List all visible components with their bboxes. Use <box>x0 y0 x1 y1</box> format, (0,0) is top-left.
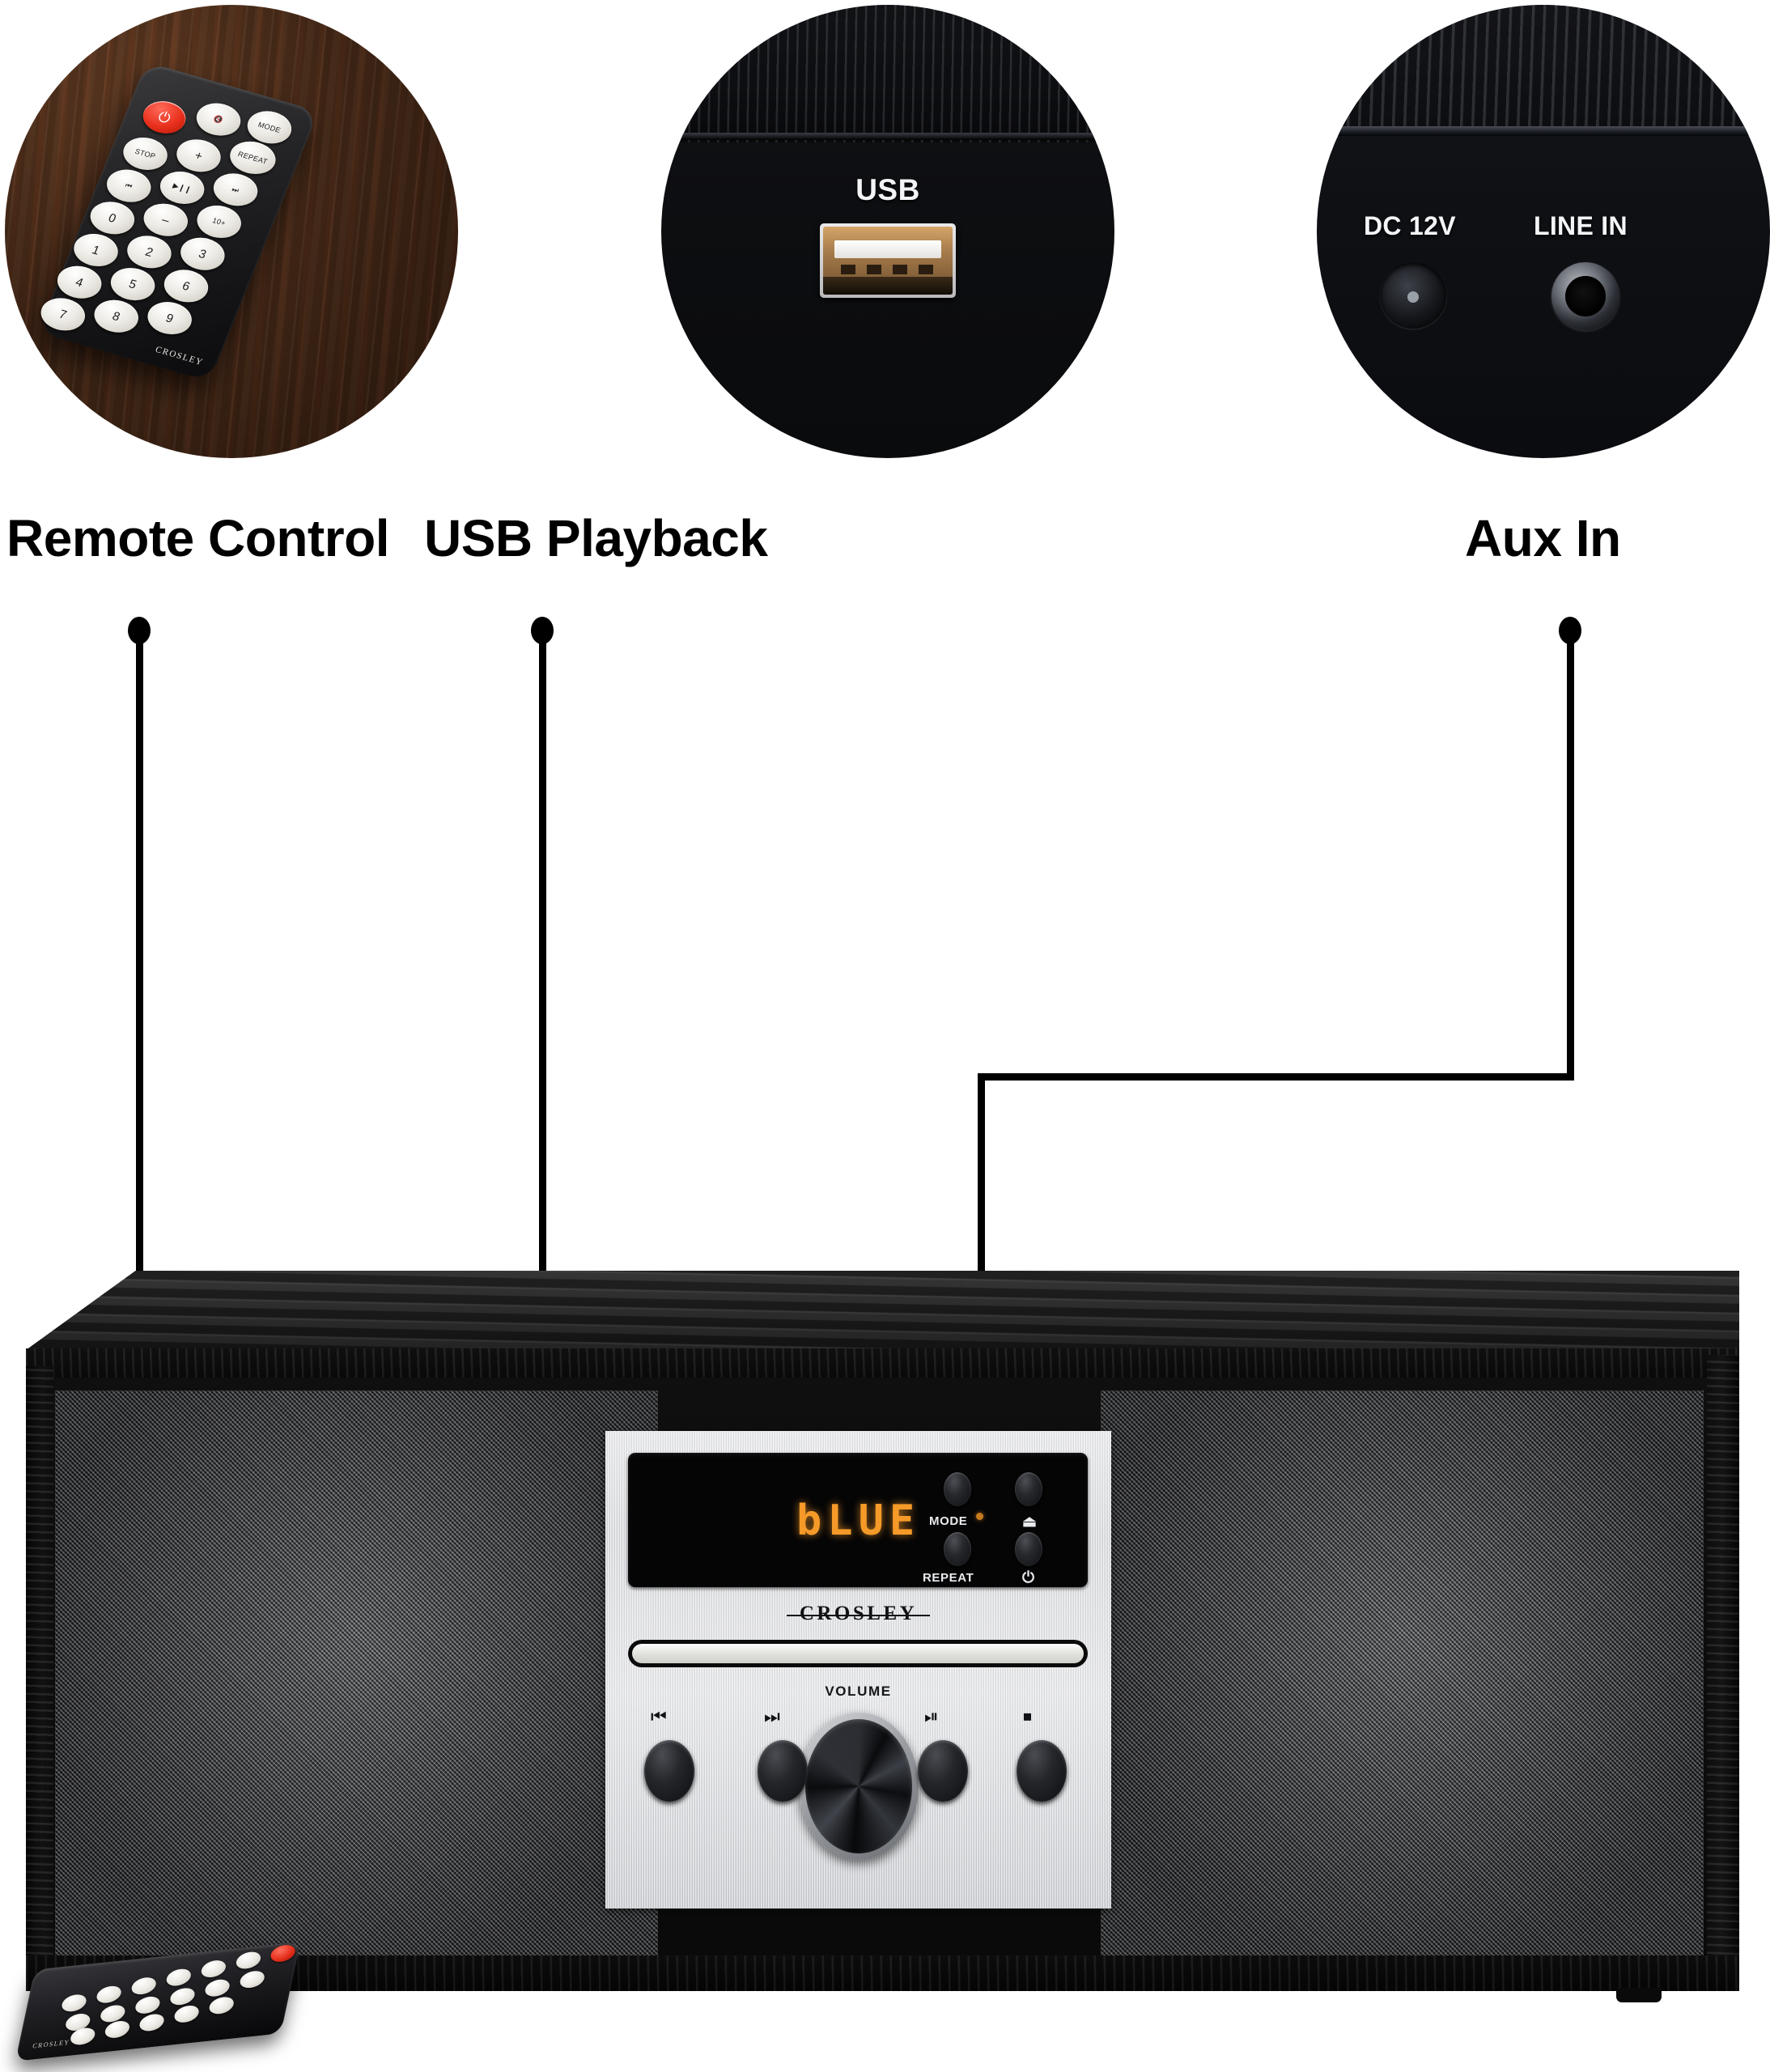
remote-bottom-key-a3 <box>164 1968 193 1987</box>
eject-button[interactable] <box>1015 1472 1042 1506</box>
dc-power-jack <box>1380 262 1446 329</box>
remote-bottom-power-button <box>269 1943 297 1964</box>
next-track-icon: ⏭ <box>764 1706 780 1726</box>
remote-mute-button: 🔇 <box>191 98 246 141</box>
remote-bottom-key-a6 <box>60 1993 88 2013</box>
usb-playback-photo-circle: USB <box>661 5 1114 458</box>
usb-pin-2 <box>867 265 881 274</box>
remote-bottom-key-b4 <box>134 1995 162 2015</box>
mode-button-label: MODE <box>929 1514 968 1528</box>
callout-label-aux-in: Aux In <box>1465 509 1621 567</box>
usb-pin-4 <box>919 265 933 274</box>
remote-power-button: ⏻ <box>138 96 191 138</box>
cd-slot[interactable] <box>628 1640 1088 1667</box>
remote-bottom-brand-logo: CROSLEY <box>32 2038 71 2050</box>
volume-knob[interactable] <box>798 1713 919 1860</box>
mode-button[interactable] <box>944 1472 971 1506</box>
cabinet-top-lip <box>26 1348 1739 1379</box>
aux-in-photo-circle: DC 12V LINE IN <box>1317 5 1770 458</box>
remote-volume-down-button: – <box>138 198 193 241</box>
remote-volume-up-button: + <box>171 134 227 177</box>
remote-key-0: 0 <box>85 197 140 240</box>
remote-previous-button: ⏮ <box>101 164 156 207</box>
led-display-panel: bLUE MODE ⏏ REPEAT ⏻ <box>628 1453 1088 1587</box>
remote-brand-logo: CROSLEY <box>154 345 206 367</box>
remote-bottom-key-a5 <box>95 1985 123 2005</box>
next-track-button[interactable] <box>758 1740 808 1802</box>
remote-key-1: 1 <box>68 229 124 272</box>
previous-track-icon: ⏮ <box>651 1706 667 1726</box>
cabinet-wood-texture <box>1317 5 1770 134</box>
remote-key-8: 8 <box>89 295 144 338</box>
callout-label-remote-control: Remote Control <box>6 509 390 567</box>
cabinet-foot-right <box>1616 1988 1662 2002</box>
play-pause-button[interactable] <box>918 1740 968 1802</box>
usb-tongue <box>834 240 941 258</box>
line-in-label: LINE IN <box>1534 211 1628 240</box>
remote-bottom-key-c4 <box>103 2019 132 2040</box>
remote-play-pause-button: ▶❙❙ <box>155 166 210 210</box>
leader-line-aux-in-vertical-upper <box>1567 639 1574 1081</box>
cabinet-top-surface <box>26 1271 1739 1350</box>
leader-line-usb-playback <box>539 639 546 1279</box>
previous-track-button[interactable] <box>644 1740 694 1802</box>
cabinet-seam <box>1317 126 1770 136</box>
remote-control-photo-circle: ⏻ 🔇 MODE STOP + REPEAT ⏮ ▶❙❙ ⏭ 0 – 10+ 1… <box>5 5 458 458</box>
remote-bottom-key-a4 <box>129 1976 158 1996</box>
stereo-brand-logo: CROSLEY <box>605 1603 1111 1625</box>
remote-key-3: 3 <box>175 232 230 275</box>
led-status-indicator <box>976 1513 983 1520</box>
stop-icon: ⏹ <box>1023 1706 1033 1726</box>
volume-label: VOLUME <box>825 1684 892 1699</box>
control-faceplate: bLUE MODE ⏏ REPEAT ⏻ CROSLEY <box>605 1431 1111 1909</box>
usb-pin-3 <box>893 265 907 274</box>
remote-bottom-key-b1 <box>238 1969 266 1989</box>
cabinet-right-edge <box>1707 1355 1739 1978</box>
cabinet-bottom-edge <box>26 1955 1739 1991</box>
cabinet-seam <box>661 133 1114 140</box>
play-pause-icon: ⏯ <box>924 1706 939 1726</box>
leader-line-aux-in-horizontal <box>978 1073 1574 1081</box>
usb-pin-1 <box>841 265 855 274</box>
cabinet-wood-texture <box>661 5 1114 142</box>
cabinet-left-edge <box>26 1366 53 1978</box>
remote-bottom-key-c2 <box>172 2004 201 2024</box>
volume-knob-face <box>804 1719 912 1853</box>
dc-power-label: DC 12V <box>1364 211 1456 240</box>
repeat-button[interactable] <box>944 1532 971 1566</box>
remote-key-5: 5 <box>105 263 160 306</box>
repeat-button-label: REPEAT <box>923 1571 974 1585</box>
cd-slot-interior <box>632 1644 1084 1663</box>
usb-port-shadow <box>823 277 953 295</box>
remote-stop-button: STOP <box>117 132 173 176</box>
power-button[interactable] <box>1015 1532 1042 1566</box>
remote-bottom-key-a1 <box>234 1951 263 1970</box>
usb-port <box>820 223 956 298</box>
stereo-brand-text: CROSLEY <box>786 1603 931 1625</box>
faceplate-inner: bLUE MODE ⏏ REPEAT ⏻ CROSLEY <box>605 1431 1111 1909</box>
speaker-grille-right <box>1101 1391 1704 1957</box>
led-display-text: bLUE <box>796 1497 921 1545</box>
remote-key-10plus: 10+ <box>192 201 247 244</box>
usb-port-label: USB <box>855 173 920 206</box>
eject-button-label: ⏏ <box>1022 1514 1038 1531</box>
speaker-grille-left <box>55 1391 658 1957</box>
remote-bottom-key-b3 <box>168 1986 197 2006</box>
callout-label-usb-playback: USB Playback <box>424 509 768 567</box>
remote-next-button: ⏭ <box>208 168 263 211</box>
remote-key-6: 6 <box>159 265 214 308</box>
usb-port-interior <box>823 227 953 295</box>
remote-bottom-key-c1 <box>207 1995 236 2015</box>
leader-line-aux-in-vertical-lower <box>978 1073 985 1279</box>
power-button-label: ⏻ <box>1022 1569 1035 1586</box>
remote-key-9: 9 <box>142 297 197 340</box>
remote-key-2: 2 <box>121 231 176 274</box>
line-in-jack <box>1551 262 1619 330</box>
remote-bottom-key-b2 <box>203 1978 231 1998</box>
remote-bottom-key-c3 <box>138 2013 166 2032</box>
stop-button[interactable] <box>1017 1740 1067 1802</box>
remote-bottom-key-a2 <box>199 1959 227 1979</box>
